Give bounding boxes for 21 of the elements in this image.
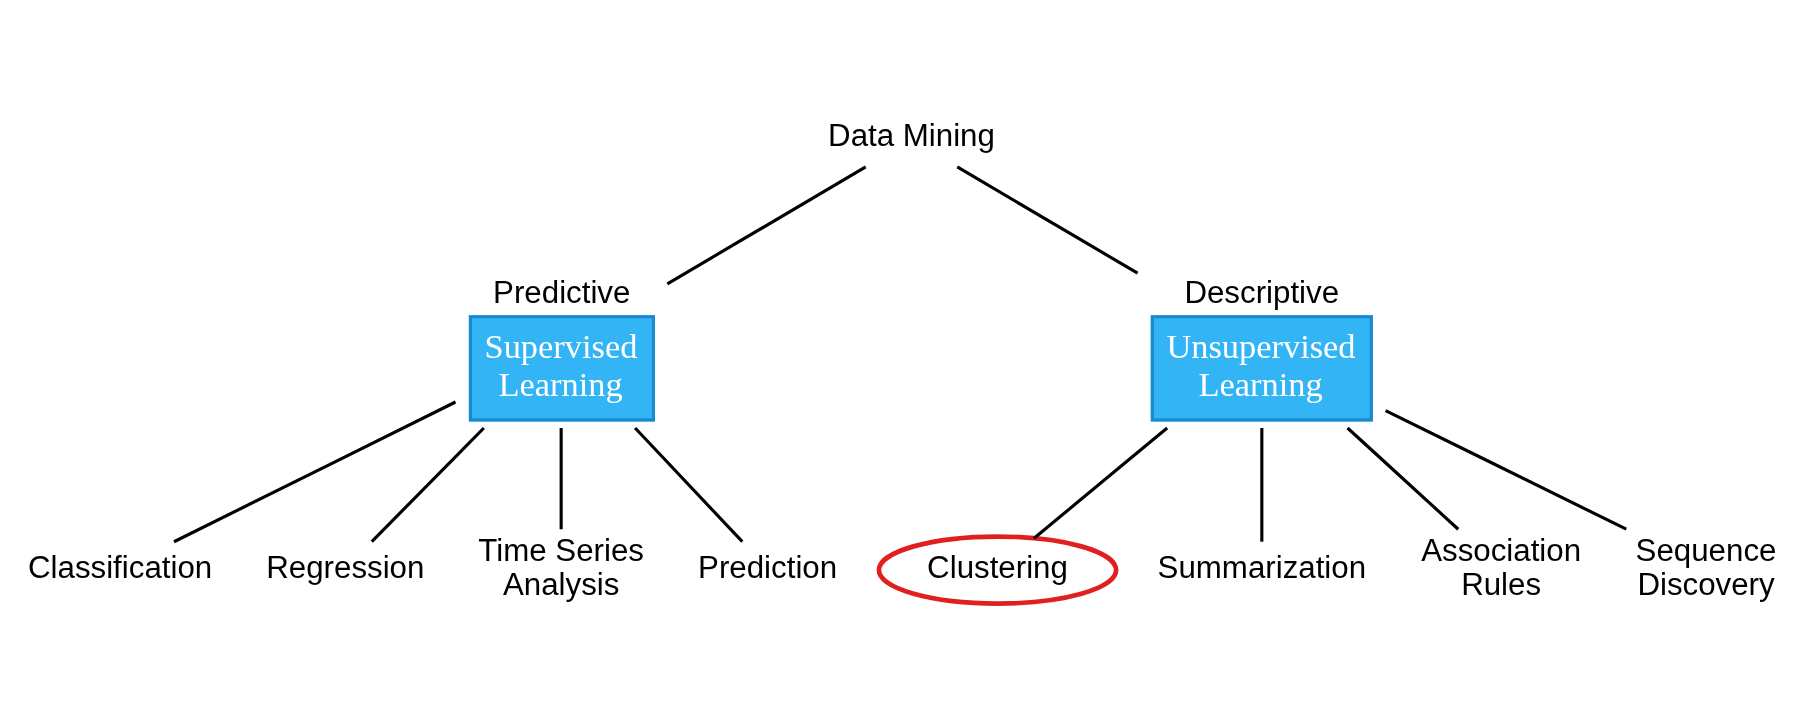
connector xyxy=(1260,427,1264,542)
connector xyxy=(666,165,867,285)
connector xyxy=(370,426,485,543)
node-ellipse: Clustering xyxy=(876,533,1119,606)
node-text: Regression xyxy=(266,549,425,585)
node-label: Predictive xyxy=(493,274,631,310)
node-label: Descriptive xyxy=(1184,274,1340,310)
connector xyxy=(1346,426,1460,530)
node-text: Prediction xyxy=(698,549,838,585)
node-text: Sequence Discovery xyxy=(1635,532,1777,602)
node-text: Time Series Analysis xyxy=(478,532,644,602)
node-text: Classification xyxy=(28,549,213,585)
connector xyxy=(173,400,457,543)
connector xyxy=(1032,426,1169,540)
node-text: Summarization xyxy=(1157,549,1367,585)
connector xyxy=(956,165,1139,275)
node-text: Data Mining xyxy=(828,117,995,153)
connector xyxy=(559,427,563,529)
node-text: Association Rules xyxy=(1421,532,1582,602)
connector xyxy=(1384,408,1627,531)
connector xyxy=(633,426,744,543)
